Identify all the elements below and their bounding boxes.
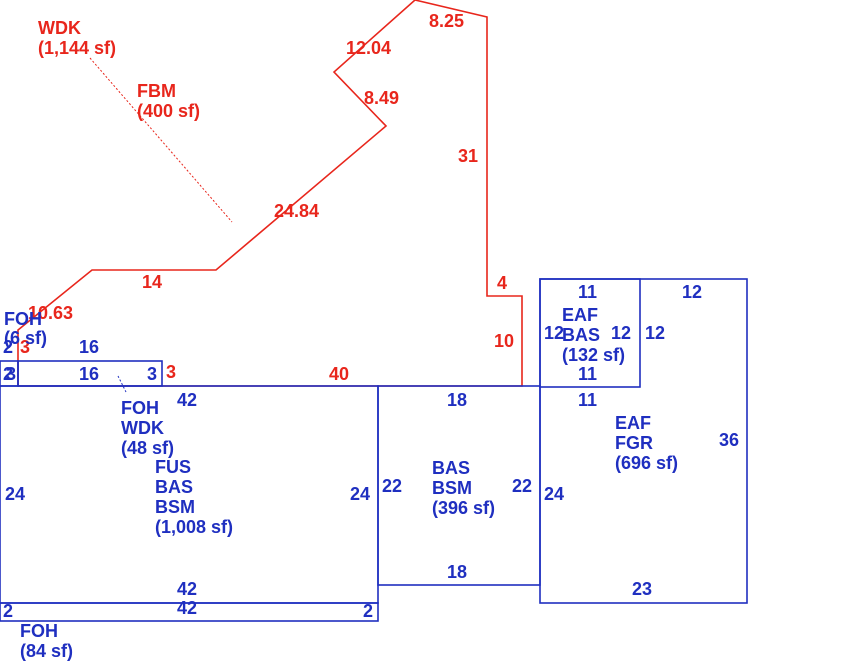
dim-8-49: 8.49 [364, 88, 399, 108]
dim-4: 4 [497, 273, 507, 293]
foh-wdk-area: (48 sf) [121, 438, 174, 458]
dim-eaf-mid: 12 [645, 323, 665, 343]
fus-code2: BAS [155, 477, 193, 497]
eaf-fgr-code1: EAF [615, 413, 651, 433]
dim-40: 40 [329, 364, 349, 384]
eaf-fgr-code2: FGR [615, 433, 653, 453]
dim-fohb-right: 2 [363, 601, 373, 621]
dim-foh-l1: 2 [3, 364, 13, 384]
dim-eaf-bot: 23 [632, 579, 652, 599]
dim-foh-left: 2 [3, 337, 13, 357]
bas-code2: BSM [432, 478, 472, 498]
fus-area: (1,008 sf) [155, 517, 233, 537]
dim-foh-l2: 3 [6, 364, 16, 384]
eaf-bas-area: (132 sf) [562, 345, 625, 365]
dim-14: 14 [142, 272, 162, 292]
eaf-bas-code2: BAS [562, 325, 600, 345]
dim-eafb-left: 12 [544, 323, 564, 343]
dim-fus-bot: 42 [177, 579, 197, 599]
dim-fohb-top: 42 [177, 598, 197, 618]
fbm-area: (400 sf) [137, 101, 200, 121]
dim-eaf-top-ext: 12 [682, 282, 702, 302]
dim-eafb-bot: 11 [578, 364, 597, 384]
dim-bas-right: 22 [512, 476, 532, 496]
foh-small-code: FOH [4, 309, 42, 329]
dim-eafb-top: 11 [578, 282, 597, 302]
dim-3-a: 3 [20, 337, 30, 357]
leader-line-blue [117, 375, 127, 393]
wdk-area: (1,144 sf) [38, 38, 116, 58]
dim-eaf-top: 11 [578, 390, 597, 410]
foh-wdk-code1: FOH [121, 398, 159, 418]
foh-wdk-code2: WDK [121, 418, 164, 438]
dim-24-84: 24.84 [274, 201, 319, 221]
foh-small-area: (6 sf) [4, 328, 47, 348]
dim-eafb-right: 12 [611, 323, 631, 343]
dim-eaf-left: 24 [544, 484, 564, 504]
bas-code1: BAS [432, 458, 470, 478]
bas-area: (396 sf) [432, 498, 495, 518]
dim-3-b: 3 [166, 362, 176, 382]
dim-fohb-left: 2 [3, 601, 13, 621]
fbm-code: FBM [137, 81, 176, 101]
dim-bas-left: 22 [382, 476, 402, 496]
eaf-fgr-area: (696 sf) [615, 453, 678, 473]
dim-bas-top: 18 [447, 390, 467, 410]
dim-fus-top: 42 [177, 390, 197, 410]
dim-12-04: 12.04 [346, 38, 391, 58]
dim-foh-top: 16 [79, 337, 99, 357]
dim-foh-right: 3 [147, 364, 157, 384]
dim-bas-bot: 18 [447, 562, 467, 582]
dim-foh-bot: 16 [79, 364, 99, 384]
eaf-fgr-box [539, 278, 748, 604]
eaf-bas-code1: EAF [562, 305, 598, 325]
dim-31: 31 [458, 146, 478, 166]
foh-bottom-box [0, 602, 379, 622]
dim-10: 10 [494, 331, 514, 351]
foh-bottom-code: FOH [20, 621, 58, 641]
dim-eaf-right: 36 [719, 430, 739, 450]
dim-fus-right: 24 [350, 484, 370, 504]
leader-line [89, 57, 233, 223]
dim-10-63: 10.63 [28, 303, 73, 323]
deck-outline [17, 0, 523, 387]
dim-8-25: 8.25 [429, 11, 464, 31]
dim-fus-left: 24 [5, 484, 25, 504]
fus-code3: BSM [155, 497, 195, 517]
fus-code1: FUS [155, 457, 191, 477]
foh-bottom-area: (84 sf) [20, 641, 73, 661]
wdk-code: WDK [38, 18, 81, 38]
